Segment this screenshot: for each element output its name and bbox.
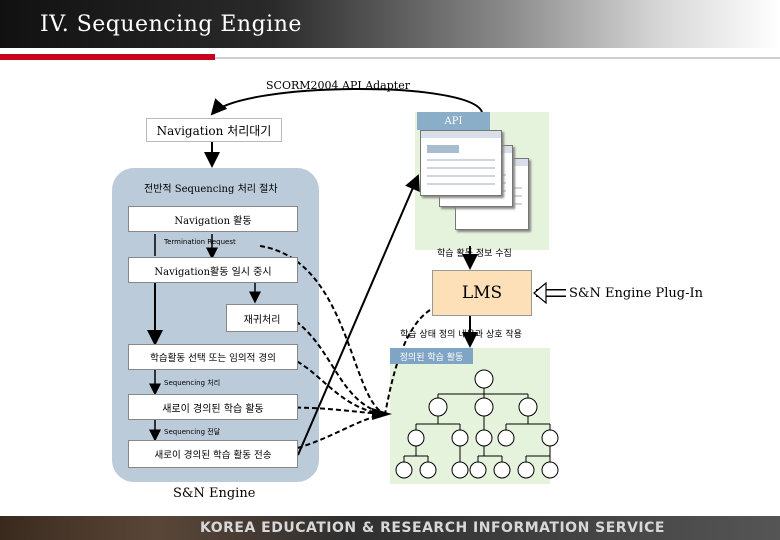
tree-node (395, 461, 413, 479)
engine-label: S&N Engine (173, 486, 256, 501)
recursive-box: 재귀처리 (226, 304, 298, 332)
tree-node (493, 461, 511, 479)
tree-node (497, 429, 515, 447)
header-bar: IV. Sequencing Engine (0, 0, 780, 48)
adapter-label: SCORM2004 API Adapter (266, 79, 410, 92)
new-defined-transfer-box: 새로이 경의된 학습 활동 전송 (128, 440, 298, 468)
termination-request-label: Termination Request (164, 238, 236, 246)
interaction-label: 학습 상태 정의 내용과 상호 작용 (400, 330, 522, 340)
navigation-activity-box: Navigation 활동 (128, 206, 298, 232)
tree-node (474, 397, 494, 417)
screenshot-3 (420, 130, 502, 196)
plugin-label: S&N Engine Plug-In (569, 286, 704, 301)
tree-node (541, 461, 559, 479)
divider-line (215, 57, 780, 59)
tree-node (475, 429, 493, 447)
tree-node (474, 369, 494, 389)
navigation-wait-box: Navigation 처리대기 (146, 118, 282, 142)
tree-node (407, 429, 425, 447)
tree-node (541, 429, 559, 447)
accent-line (0, 54, 215, 60)
page-title: IV. Sequencing Engine (40, 12, 302, 37)
api-label: API (417, 112, 490, 130)
footer-text: KOREA EDUCATION & RESEARCH INFORMATION S… (200, 520, 665, 536)
tree-node (451, 429, 469, 447)
tree-node (451, 461, 469, 479)
sequencing-transfer-label: Sequencing 전달 (164, 428, 221, 436)
tree-node (469, 461, 487, 479)
footer-bar: KOREA EDUCATION & RESEARCH INFORMATION S… (0, 516, 780, 540)
adapter-arc (210, 88, 483, 116)
tree-node (517, 461, 535, 479)
tree-node (518, 397, 538, 417)
overall-process-label: 전반적 Sequencing 처리 절차 (144, 184, 278, 195)
tree-node (419, 461, 437, 479)
sequencing-process-label: Sequencing 처리 (164, 379, 221, 387)
navigation-pause-box: Navigation활동 일시 중시 (128, 257, 298, 283)
new-defined-box: 새로이 경의된 학습 활동 (128, 394, 298, 420)
select-activity-box: 학습활동 선택 또는 임의적 경의 (128, 344, 298, 370)
lms-box: LMS (432, 270, 532, 316)
tree-node (428, 397, 448, 417)
collect-label: 학습 활동 정보 수집 (437, 249, 512, 259)
activity-tree-panel (390, 348, 550, 484)
defined-activity-label: 정의된 학습 활동 (390, 348, 473, 364)
